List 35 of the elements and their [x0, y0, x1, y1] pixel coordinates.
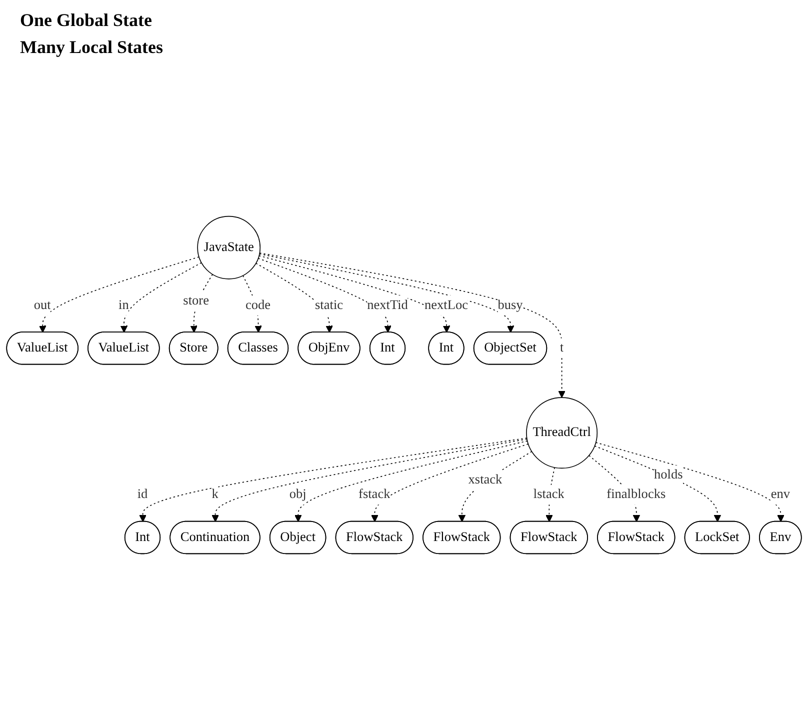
edge-label: out [34, 298, 51, 312]
arrow [39, 256, 200, 333]
edge-label: in [118, 298, 129, 312]
arrow [120, 262, 202, 333]
arrow [258, 255, 450, 333]
edge-label: store [183, 294, 209, 308]
edge-label: static [315, 298, 344, 312]
edge-label: fstack [358, 487, 390, 502]
arrow [595, 442, 784, 522]
section-heading: Many Local States [20, 37, 163, 58]
edge-label: t [560, 340, 564, 355]
edge-label: nextTid [367, 298, 408, 312]
edge-label: code [245, 298, 271, 312]
node-circle: JavaState [197, 216, 261, 280]
edge-label: holds [654, 468, 683, 482]
arrow [294, 440, 528, 522]
edge-label: finalblocks [606, 487, 666, 502]
arrow [139, 438, 528, 522]
arrow [258, 258, 392, 333]
edge-label: env [770, 487, 790, 502]
arrow [259, 252, 566, 398]
section-heading: One Global State [20, 10, 154, 31]
arrow [458, 451, 532, 522]
arrow [259, 254, 514, 333]
edge-label: nextLoc [424, 298, 468, 312]
edge-label: busy [498, 298, 523, 312]
edge-label: lstack [533, 487, 564, 502]
arrow [594, 446, 722, 522]
node-circle: ThreadCtrl [526, 397, 598, 469]
edge-label: xstack [468, 472, 502, 487]
edge-label: obj [289, 487, 306, 502]
arrow [212, 438, 528, 522]
edge-label: k [212, 487, 218, 502]
arrow [371, 444, 529, 522]
edge-label: id [137, 487, 148, 502]
